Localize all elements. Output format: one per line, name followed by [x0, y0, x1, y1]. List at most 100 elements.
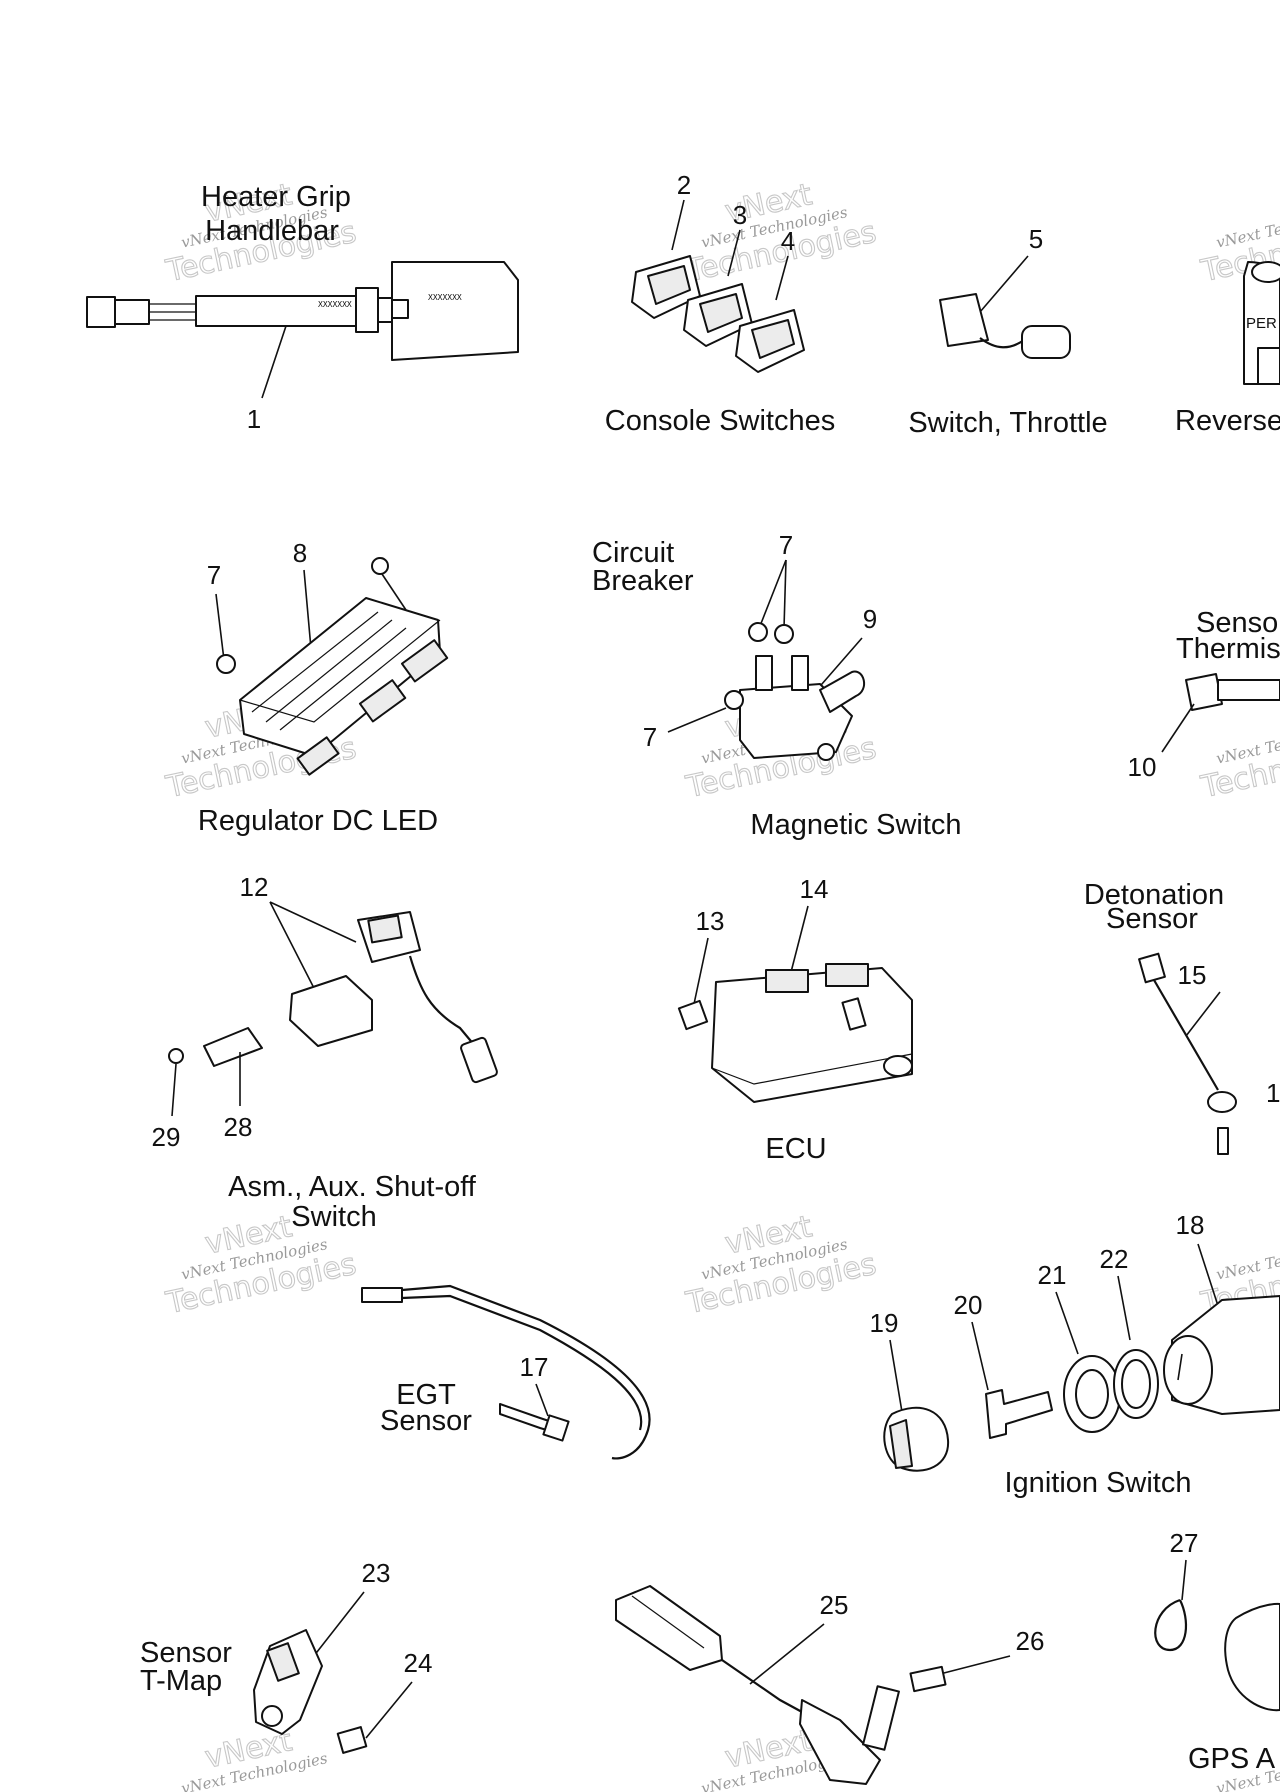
- leader-line: [775, 255, 789, 301]
- caption-console-switches: Console Switches: [605, 405, 836, 437]
- magnetic-switch-post: [791, 655, 809, 691]
- ignition-barrel: [1163, 1335, 1213, 1405]
- regulator-connector-icon: [358, 679, 407, 723]
- callout-17: 17: [520, 1352, 549, 1382]
- leader-line: [365, 1681, 413, 1739]
- nut-icon: [216, 654, 236, 674]
- aux-switch-clip: [203, 1027, 263, 1067]
- leader-line: [215, 593, 225, 661]
- regulator-connector-icon: [296, 736, 340, 776]
- detonation-sensor-part: Detonation Sensor 15 1: [1084, 879, 1280, 1155]
- callout-10: 10: [1128, 752, 1157, 782]
- ignition-knob-grip: [889, 1419, 913, 1469]
- caption-circuit: Circuit: [592, 537, 674, 569]
- tmap-sensor-part: Sensor T-Map 23 24: [140, 1558, 433, 1754]
- leader-line: [1181, 1559, 1187, 1601]
- reverse-cap: [1251, 261, 1280, 283]
- callout-20: 20: [954, 1290, 983, 1320]
- console-switch: [631, 255, 701, 319]
- ignition-switch-part: 19 20 21 22 18 Ignition Switch: [870, 1210, 1280, 1499]
- callout-12: 12: [240, 872, 269, 902]
- callout-3: 3: [733, 200, 747, 230]
- detonation-connector-icon: [1138, 952, 1166, 984]
- caption-ecu: ECU: [765, 1133, 826, 1165]
- regulator-body: [239, 597, 441, 757]
- reverse-plug: [1257, 347, 1280, 385]
- egt-nut-icon: [542, 1414, 570, 1442]
- callout-15: 15: [1178, 960, 1207, 990]
- leader-line: [979, 255, 1029, 313]
- speed-sensor-wire: [721, 1659, 803, 1713]
- callout-22: 22: [1100, 1244, 1129, 1274]
- aux-switch-connector-icon: [460, 1036, 498, 1084]
- console-switch: [735, 309, 805, 373]
- reverse-part: PER Reverse: [1175, 261, 1280, 437]
- speed-sensor-connector-rib: [631, 1595, 705, 1649]
- grip-connector-body: [114, 299, 150, 325]
- callout-24: 24: [404, 1648, 433, 1678]
- aux-switch-base: [289, 975, 373, 1047]
- watermark: vNext Technologies Technologies: [1197, 719, 1280, 806]
- cable-tie-icon: [1154, 1598, 1187, 1652]
- leader-line: [759, 559, 787, 627]
- bolt-icon: [336, 1726, 368, 1754]
- grip-collar: [355, 287, 379, 333]
- heater-grip-part: Heater Grip Handlebar XXXXXXX XXXXXXX 1: [86, 181, 519, 434]
- grip-pad: [391, 261, 519, 361]
- regulator-part: 7 8 Regulator DC LED: [198, 538, 449, 837]
- callout-29: 29: [152, 1122, 181, 1152]
- screw-icon: [168, 1048, 184, 1064]
- callout-7: 7: [779, 530, 793, 560]
- bolt-icon: [841, 997, 867, 1031]
- watermark: vNext vNext Technologies: [180, 1723, 330, 1792]
- callout-28: 28: [224, 1112, 253, 1142]
- magnetic-switch-post: [755, 655, 773, 691]
- ignition-key-icon: [985, 1389, 1053, 1439]
- leader-line: [671, 199, 685, 251]
- caption-aux-shutoff: Asm., Aux. Shut-off: [228, 1171, 477, 1203]
- egt-cable-b: [401, 1294, 643, 1431]
- throttle-wire: [979, 337, 1025, 349]
- callout-21: 21: [1038, 1260, 1067, 1290]
- caption-reverse: Reverse: [1175, 405, 1280, 437]
- nut-icon: [371, 557, 389, 575]
- magnetic-switch-part: Circuit Breaker 7 9 7 Magnetic Switch: [592, 530, 962, 841]
- magnetic-switch-body: [739, 683, 853, 759]
- caption-ignition-switch: Ignition Switch: [1005, 1467, 1192, 1499]
- ecu-body: [711, 967, 913, 1103]
- grip-code-b: XXXXXXX: [428, 293, 462, 302]
- reverse-badge: PER: [1246, 315, 1277, 332]
- caption-switch-throttle: Switch, Throttle: [908, 407, 1107, 439]
- nut-icon: [724, 690, 744, 710]
- ignition-washer-hole: [1121, 1359, 1151, 1409]
- speed-sensor-connector-icon: [615, 1585, 723, 1671]
- leader-line: [1185, 991, 1221, 1037]
- bolt-icon: [677, 999, 709, 1031]
- caption-heater-grip: Heater Grip: [201, 181, 351, 213]
- throttle-switch-body: [939, 293, 989, 347]
- caption-detonation-sensor: Sensor: [1106, 903, 1198, 935]
- callout-23: 23: [362, 1558, 391, 1588]
- leader-line: [261, 325, 287, 399]
- callout-18: 18: [1176, 1210, 1205, 1240]
- speed-sensor-tip: [862, 1685, 900, 1751]
- grip-connector-icon: [86, 296, 116, 328]
- callout-2: 2: [677, 170, 691, 200]
- bolt-icon: [1217, 1127, 1229, 1155]
- detonation-sensor-puck: [1207, 1091, 1237, 1113]
- grip-code-a: XXXXXXX: [318, 300, 352, 309]
- nut-icon: [748, 622, 768, 642]
- caption-sensor: Sensor: [1196, 607, 1280, 639]
- leader-line: [269, 901, 357, 943]
- tmap-connector: [266, 1642, 300, 1682]
- caption-tmap-sensor: Sensor: [140, 1637, 232, 1669]
- nut-icon: [774, 624, 794, 644]
- aux-switch-face: [367, 914, 403, 944]
- ignition-nut-hole: [1075, 1369, 1109, 1419]
- ecu-mount: [883, 1055, 913, 1077]
- aux-shutoff-switch-part: 12 29 28 Asm., Aux. Shut-off Switch: [152, 872, 498, 1233]
- caption-switch: Switch: [291, 1201, 376, 1233]
- ecu-edge: [711, 1053, 913, 1085]
- callout-25: 25: [820, 1590, 849, 1620]
- leader-line: [783, 559, 787, 629]
